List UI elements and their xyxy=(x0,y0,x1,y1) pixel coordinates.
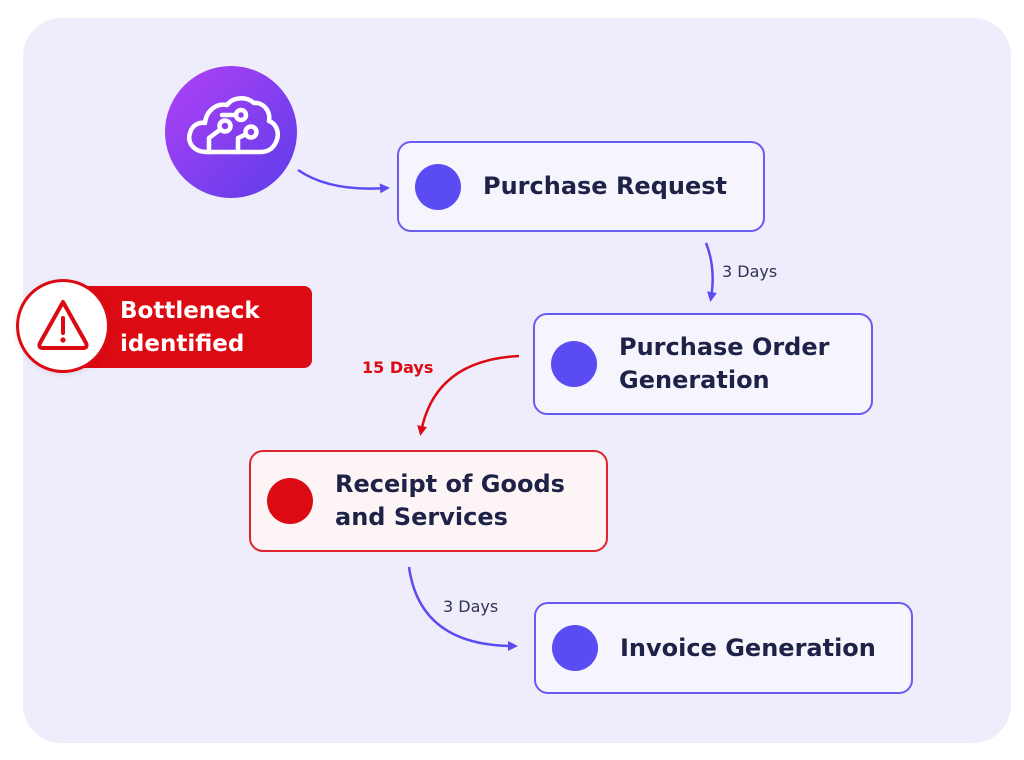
node-purchase-order-generation: Purchase Order Generation xyxy=(533,313,873,415)
node-label: Purchase Request xyxy=(483,172,727,200)
status-dot xyxy=(415,163,461,210)
status-dot xyxy=(552,625,598,671)
status-dot xyxy=(551,341,597,387)
node-purchase-request: Purchase Request xyxy=(397,141,765,232)
node-invoice-generation: Invoice Generation xyxy=(534,602,913,694)
arrow-rg-to-ig xyxy=(407,566,518,651)
node-label-line-2: and Services xyxy=(335,503,508,531)
bottleneck-alert: Bottleneck identified xyxy=(60,286,312,368)
node-label-line-2: Generation xyxy=(619,366,770,394)
edge-label-po-to-rg: 15 Days xyxy=(362,358,434,377)
arrow-logo-to-purchase-request xyxy=(297,168,390,194)
arrow-po-to-rg xyxy=(417,354,520,436)
alert-line-1: Bottleneck xyxy=(120,298,260,324)
node-label-line-1: Receipt of Goods xyxy=(335,470,565,498)
warning-triangle-icon xyxy=(16,279,110,373)
alert-line-2: identified xyxy=(120,331,245,357)
node-label: Receipt of Goods and Services xyxy=(335,468,565,534)
node-label-line-1: Purchase Order xyxy=(619,333,830,361)
node-label: Invoice Generation xyxy=(620,633,876,662)
status-dot xyxy=(267,478,313,524)
node-receipt-of-goods: Receipt of Goods and Services xyxy=(249,450,608,552)
arrow-pr-to-po xyxy=(704,242,717,302)
edge-label-rg-to-ig: 3 Days xyxy=(443,597,499,616)
edge-label-pr-to-po: 3 Days xyxy=(722,262,778,281)
node-label: Purchase Order Generation xyxy=(619,331,829,397)
cloud-circuit-icon xyxy=(165,66,297,198)
